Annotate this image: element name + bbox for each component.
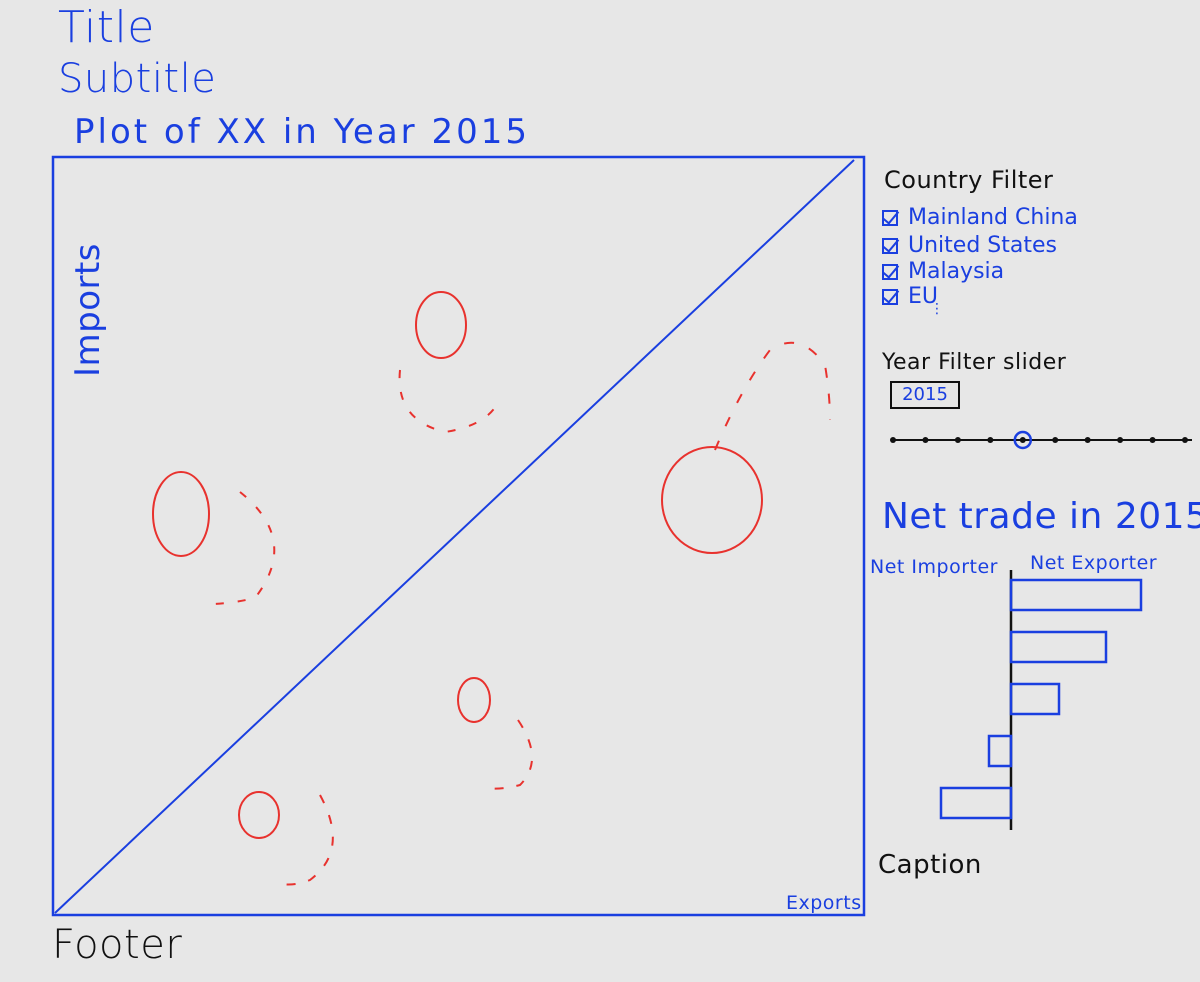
country-filter-item-malaysia[interactable]: Malaysia [882,259,1004,284]
country-filter-item-mainland-china[interactable]: Mainland China [882,205,1078,230]
country-label: Malaysia [908,259,1005,284]
slider-tick[interactable] [1182,437,1188,443]
net-trade-bar [1009,630,1108,664]
slider-tick[interactable] [1019,437,1026,443]
plot-heading: Plot of XX in Year 2015 [74,112,530,152]
net-trade-bar [1009,578,1143,612]
year-filter-title: Year Filter slider [882,350,1067,375]
net-trade-title: Net trade in 2015 [882,496,1200,537]
slider-tick[interactable] [890,437,896,443]
slider-tick[interactable] [1149,437,1156,443]
bubble-left [152,471,276,605]
net-trade-chart [939,570,1143,830]
slider-tick[interactable] [954,437,961,443]
country-label: Mainland China [908,205,1078,230]
net-trade-bar [1009,682,1061,716]
checkbox-checked-icon[interactable] [882,288,898,305]
checkbox-checked-icon[interactable] [882,237,898,254]
net-trade-bar [939,786,1013,820]
page-subtitle: Subtitle [58,56,217,102]
page-title: Title [58,2,155,53]
year-slider[interactable] [890,430,1192,450]
x-axis-label: Exports [786,892,862,914]
slider-tick[interactable] [922,437,929,443]
slider-handle[interactable] [1013,430,1033,450]
net-exporter-label: Net Exporter [1030,552,1158,574]
slider-tick[interactable] [1052,437,1059,443]
slider-tick[interactable] [1084,437,1091,443]
year-value-box[interactable]: 2015 [890,381,960,409]
bubble-right [661,341,831,554]
net-trade-bar [987,734,1013,768]
country-filter-item-eu[interactable]: EU [882,284,938,309]
footer: Footer [52,922,183,968]
more-countries-ellipsis[interactable]: ⋮ [930,301,945,317]
country-filter-item-united-states[interactable]: United States [882,233,1057,258]
bubble-bottom-left [238,791,334,886]
checkbox-checked-icon[interactable] [882,263,898,280]
net-importer-label: Net Importer [870,556,998,578]
country-label: United States [908,233,1057,258]
diagonal-reference-line [54,159,855,914]
bubble-top-center [398,291,501,434]
bubble-lower-center [457,677,533,790]
scatter-plot-frame [51,155,866,917]
caption: Caption [878,850,982,880]
checkbox-checked-icon[interactable] [882,209,898,226]
country-filter-title: Country Filter [884,166,1054,194]
slider-tick[interactable] [1117,437,1124,443]
y-axis-label: Imports [68,242,108,378]
slider-tick[interactable] [987,437,994,443]
country-label: EU [908,284,939,309]
slider-ticks [890,430,1188,450]
